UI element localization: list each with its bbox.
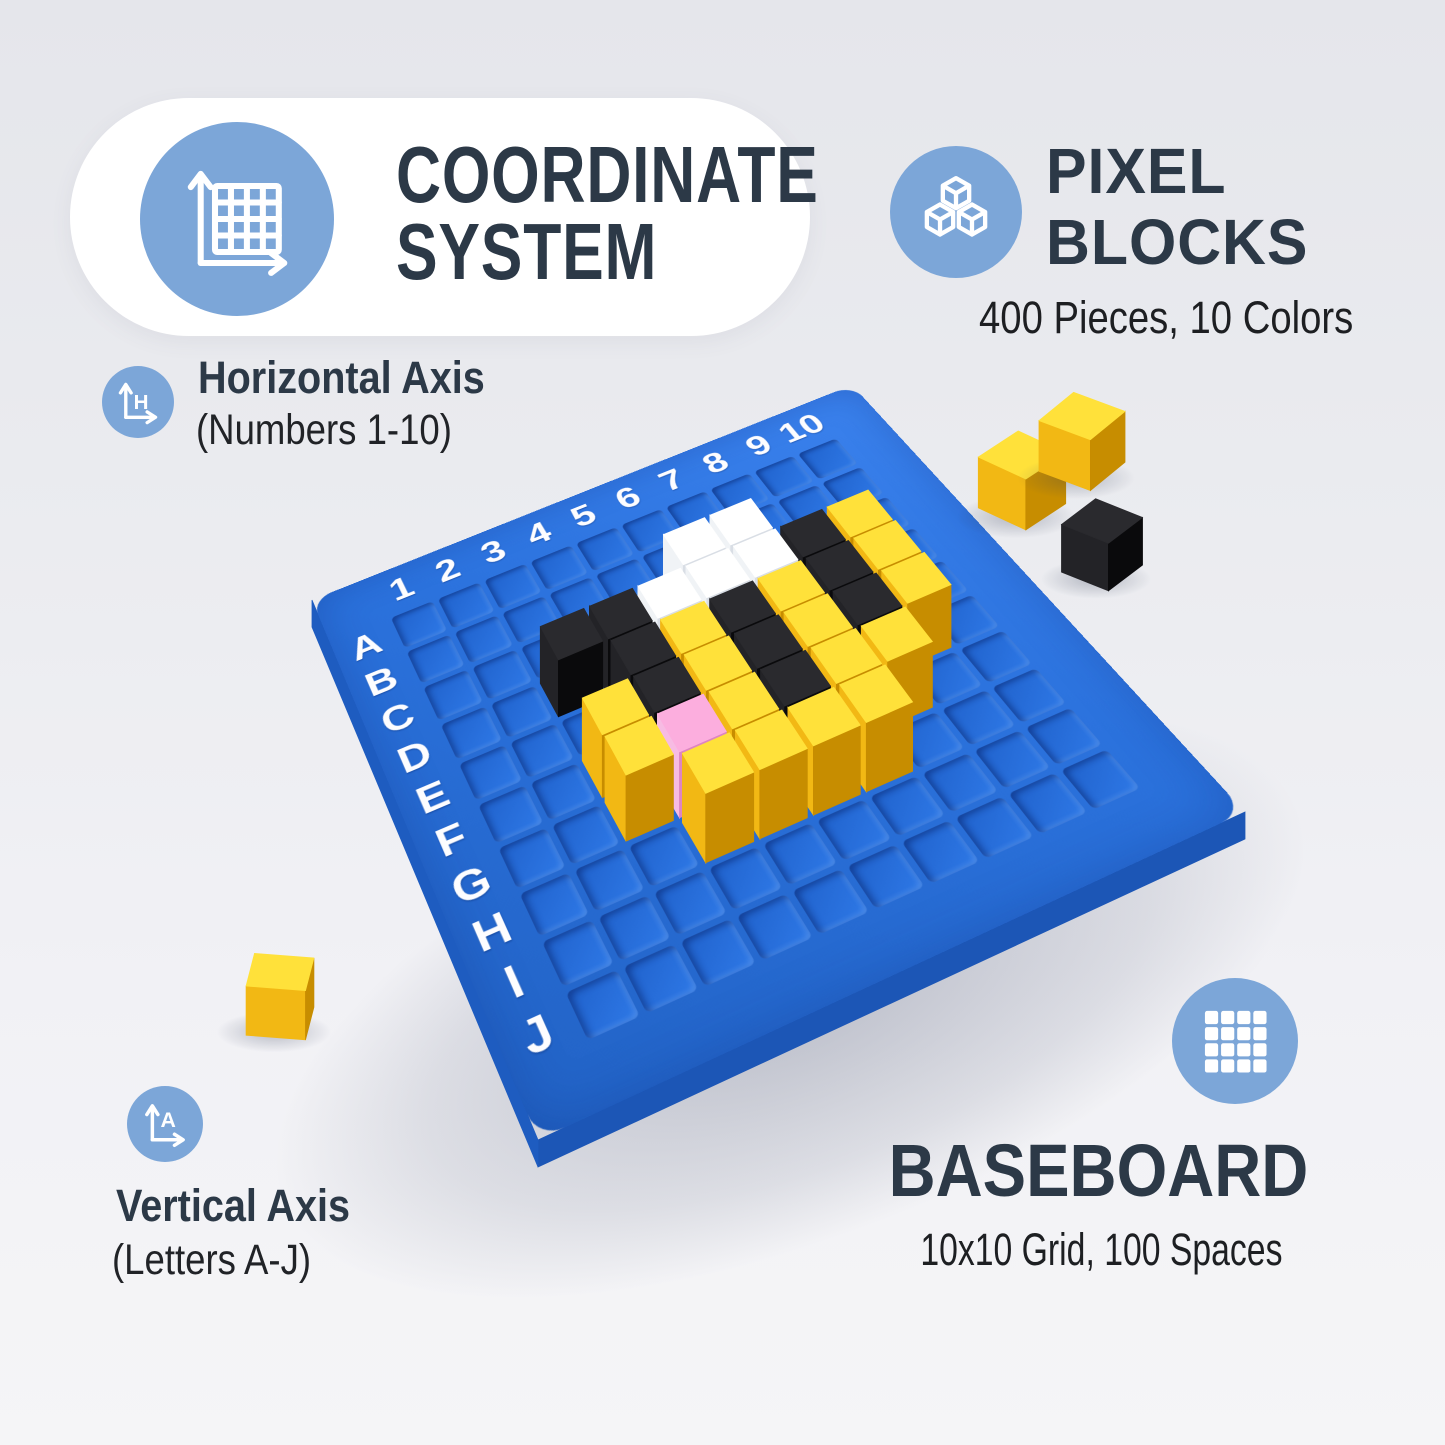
axis-badge-letter: A (160, 1108, 175, 1132)
cube-face (1060, 498, 1144, 544)
cube-face (1108, 516, 1143, 592)
cube-face (245, 985, 306, 1041)
horizontal-axis-icon: H (102, 366, 174, 438)
loose-cube-shadow (217, 1011, 331, 1053)
pixel-title-line2: BLOCKS (1046, 206, 1309, 278)
baseboard-subtitle: 10x10 Grid, 100 Spaces (920, 1224, 1283, 1275)
pixel-blocks-title: PIXEL BLOCKS (1046, 136, 1322, 278)
cube-face (1061, 523, 1109, 592)
cube-face (1090, 410, 1126, 492)
cube-face (1038, 391, 1126, 441)
pixel-title-line1: PIXEL (1046, 135, 1227, 207)
cube-face (977, 430, 1067, 480)
page-title: COORDINATE SYSTEM (396, 130, 938, 296)
three-cubes-glyph (924, 175, 988, 237)
title-line1: COORDINATE (396, 130, 819, 219)
vertical-axis-icon: A (127, 1086, 203, 1162)
vertical-axis-sublabel: (Letters A-J) (112, 1236, 312, 1284)
baseboard-icon (1172, 978, 1298, 1104)
baseboard-title: BASEBOARD (888, 1129, 1309, 1212)
grid-axes-glyph (187, 170, 288, 276)
horizontal-axis-label: Horizontal Axis (198, 352, 485, 403)
loose-cube-shadow (1017, 456, 1135, 500)
coordinate-grid-icon (140, 122, 334, 316)
axis-arrows-h-glyph: H (118, 382, 158, 425)
horizontal-axis-sublabel: (Numbers 1-10) (196, 406, 452, 454)
vertical-axis-label: Vertical Axis (116, 1180, 351, 1231)
pixel-blocks-icon (890, 146, 1022, 278)
loose-cube-shadow (1040, 559, 1152, 599)
pixel-blocks-subtitle: 400 Pieces, 10 Colors (979, 292, 1354, 343)
cube-face (1038, 420, 1091, 492)
title-line2: SYSTEM (396, 207, 658, 296)
axis-badge-letter: H (134, 391, 149, 414)
cube-face (245, 952, 315, 992)
cube-face (1025, 452, 1067, 531)
cube-face (977, 456, 1027, 531)
axis-arrows-a-glyph: A (145, 1104, 185, 1148)
cube-face (305, 957, 315, 1040)
grid-glyph (1204, 1010, 1267, 1073)
